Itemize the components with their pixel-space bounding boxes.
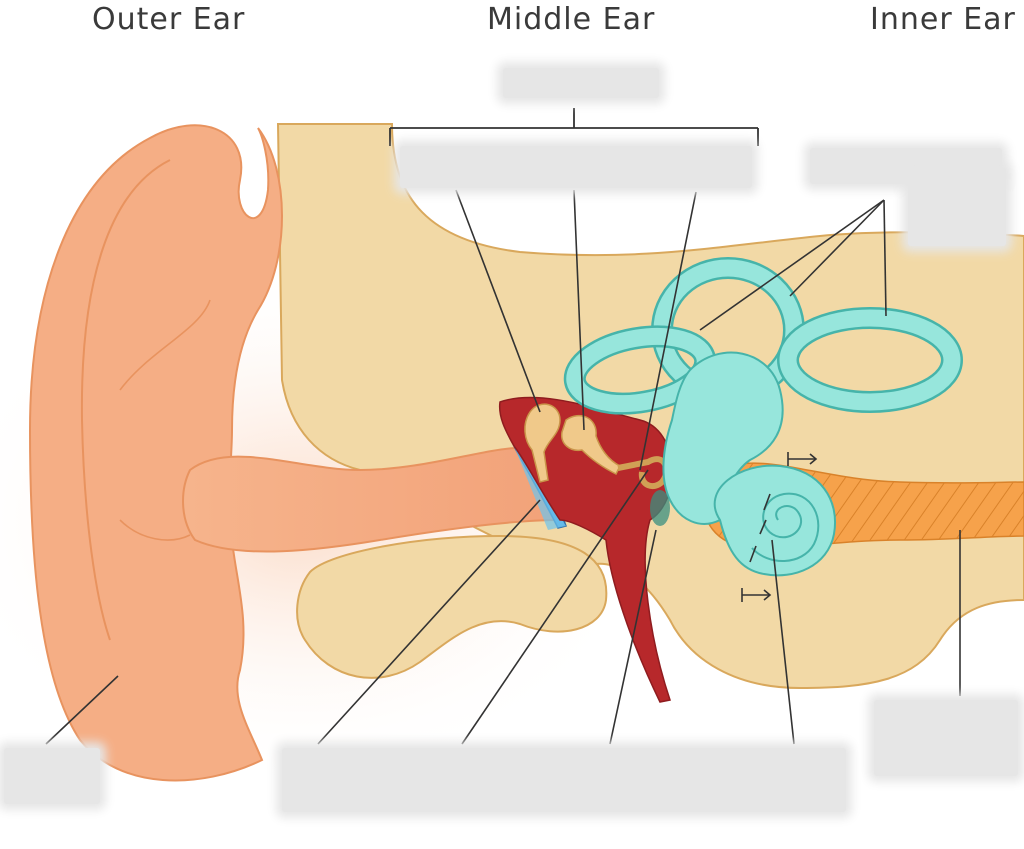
concha-fold [119, 519, 191, 541]
cochlea [713, 464, 836, 577]
cochlea-spiral [751, 492, 820, 562]
malleus [524, 403, 561, 483]
leader-lines [45, 189, 961, 745]
inner-ear-title: Inner Ear [870, 2, 1016, 37]
leader-canal-2 [789, 199, 885, 297]
lateral-canal-fill [779, 309, 961, 411]
blank-label-bottom-row[interactable] [282, 748, 846, 812]
arrow-lower [741, 588, 772, 602]
outer-ear-title: Outer Ear [92, 2, 246, 37]
incus [561, 415, 622, 476]
blank-label-ossicle-names[interactable] [400, 146, 752, 188]
ear-canal [182, 446, 562, 553]
stapes [617, 456, 670, 490]
cochlea-dash-1 [763, 493, 771, 511]
leader-malleus [455, 189, 541, 413]
leader-cochlea [771, 539, 795, 745]
leader-round-window [609, 529, 657, 745]
blank-label-pinna[interactable] [4, 748, 100, 804]
leader-stapes [639, 191, 697, 471]
middle-ear-title: Middle Ear [487, 2, 656, 37]
cochlea-body [713, 464, 836, 577]
leader-eustachian [461, 469, 649, 745]
arrow-upper [787, 452, 818, 466]
ossicles-bracket [389, 108, 759, 146]
round-window [650, 490, 670, 526]
cochlea-dash-2 [759, 519, 767, 535]
blank-label-canals-side[interactable] [908, 168, 1006, 246]
lower-bone [296, 534, 608, 679]
leader-pinna [45, 675, 119, 745]
antihelix-fold [119, 299, 211, 391]
blank-label-ossicles[interactable] [503, 68, 659, 98]
leader-eardrum [317, 499, 541, 745]
blank-label-nerve[interactable] [874, 700, 1018, 776]
leader-canal-1 [699, 199, 885, 331]
helix-fold [80, 159, 171, 641]
leader-canal-3 [883, 199, 887, 317]
cochlea-dash-3 [749, 545, 757, 563]
leader-incus [573, 189, 585, 431]
